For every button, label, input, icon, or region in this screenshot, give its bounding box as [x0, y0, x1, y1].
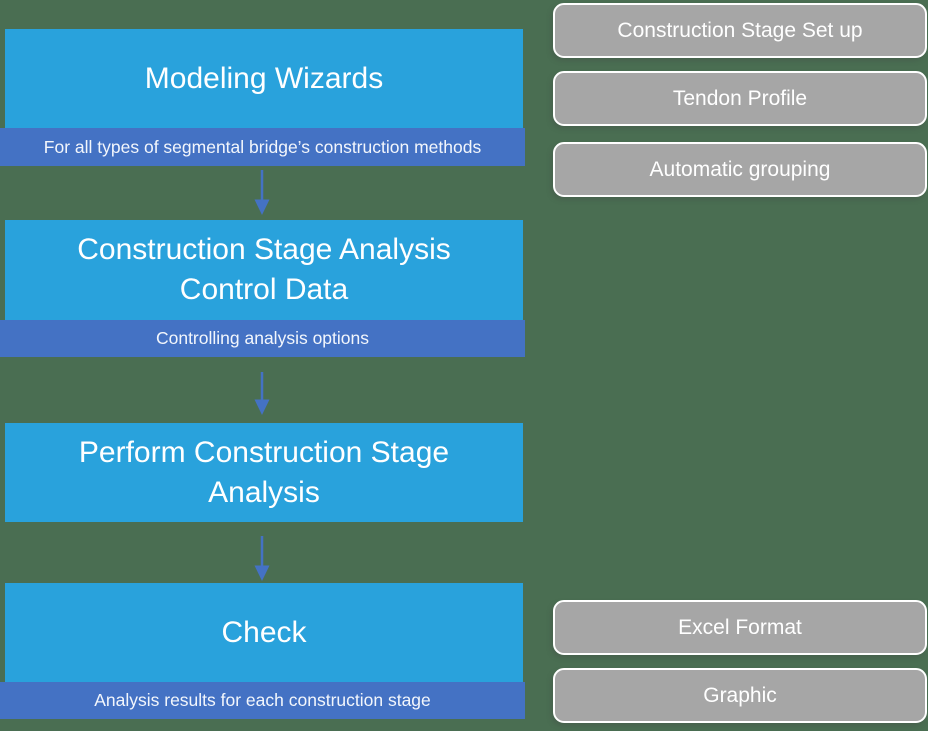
side-label-construction-stage-set-up: Construction Stage Set up	[553, 3, 927, 58]
side-label-tendon-profile: Tendon Profile	[553, 71, 927, 126]
flow-step-construction-stage-analysis-control-data: Construction Stage Analysis Control Data…	[0, 220, 525, 357]
flow-step-caption: Analysis results for each construction s…	[0, 682, 525, 719]
flow-step-caption: Controlling analysis options	[0, 320, 525, 357]
flow-step-perform-construction-stage-analysis: Perform Construction Stage Analysis	[0, 423, 525, 522]
down-arrow-icon	[252, 168, 272, 221]
flow-step-modeling-wizards: Modeling Wizards For all types of segmen…	[0, 29, 525, 166]
side-label-text: Automatic grouping	[649, 157, 831, 181]
side-label-text: Excel Format	[678, 615, 802, 639]
flow-step-title: Check	[5, 583, 523, 682]
flow-step-title: Perform Construction Stage Analysis	[5, 423, 523, 522]
side-label-text: Graphic	[703, 683, 777, 707]
side-label-excel-format: Excel Format	[553, 600, 927, 655]
down-arrow-icon	[252, 370, 272, 421]
flow-step-title: Modeling Wizards	[5, 29, 523, 128]
side-label-text: Tendon Profile	[672, 86, 808, 110]
flow-step-check: Check Analysis results for each construc…	[0, 583, 525, 719]
down-arrow-icon	[252, 534, 272, 587]
flow-step-caption: For all types of segmental bridge’s cons…	[0, 128, 525, 166]
side-label-graphic: Graphic	[553, 668, 927, 723]
side-label-automatic-grouping: Automatic grouping	[553, 142, 927, 197]
side-label-text: Construction Stage Set up	[617, 18, 863, 42]
flow-step-title: Construction Stage Analysis Control Data	[5, 220, 523, 320]
